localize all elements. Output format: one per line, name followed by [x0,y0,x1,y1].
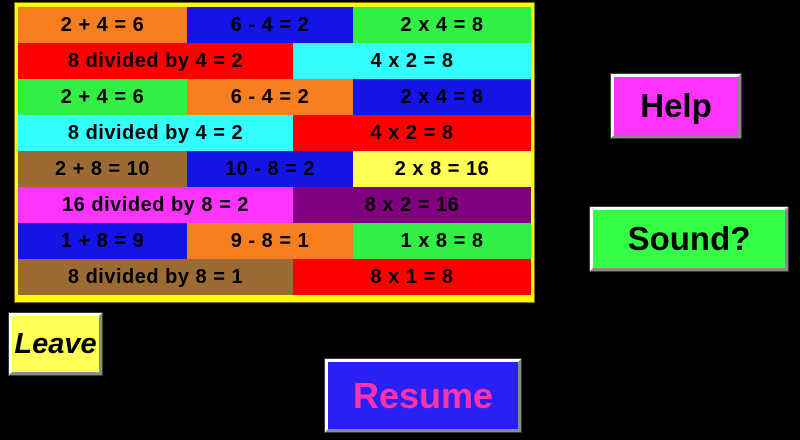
fact-cell: 4 x 2 = 8 [293,115,531,151]
fact-cell: 2 + 4 = 6 [18,7,187,43]
sound-toggle-button[interactable]: Sound? [589,206,789,272]
fact-cell: 4 x 2 = 8 [293,43,531,79]
fact-cell: 2 x 4 = 8 [353,7,531,43]
fact-cell: 6 - 4 = 2 [187,7,353,43]
fact-cell: 6 - 4 = 2 [187,79,353,115]
fact-cell: 8 x 1 = 8 [293,259,531,295]
fact-cell: 8 divided by 8 = 1 [18,259,293,295]
leave-button[interactable]: Leave [8,312,103,376]
resume-button-label: Resume [352,374,494,416]
help-button-label: Help [640,87,712,124]
fact-cell: 8 divided by 4 = 2 [18,115,293,151]
fact-cell: 2 + 4 = 6 [18,79,187,115]
help-button[interactable]: Help [610,73,742,139]
fact-cell: 2 x 4 = 8 [353,79,531,115]
fact-cell: 1 + 8 = 9 [18,223,187,259]
resume-button[interactable]: Resume [324,358,522,433]
fact-cell: 9 - 8 = 1 [187,223,353,259]
fact-cell: 10 - 8 = 2 [187,151,353,187]
fact-cell: 8 divided by 4 = 2 [18,43,293,79]
fact-cell: 8 x 2 = 16 [293,187,531,223]
leave-button-label: Leave [14,327,97,360]
fact-cell: 1 x 8 = 8 [353,223,531,259]
fact-cell: 16 divided by 8 = 2 [18,187,293,223]
fact-cell: 2 + 8 = 10 [18,151,187,187]
sound-button-label: Sound? [627,220,751,257]
fact-cell: 2 x 8 = 16 [353,151,531,187]
